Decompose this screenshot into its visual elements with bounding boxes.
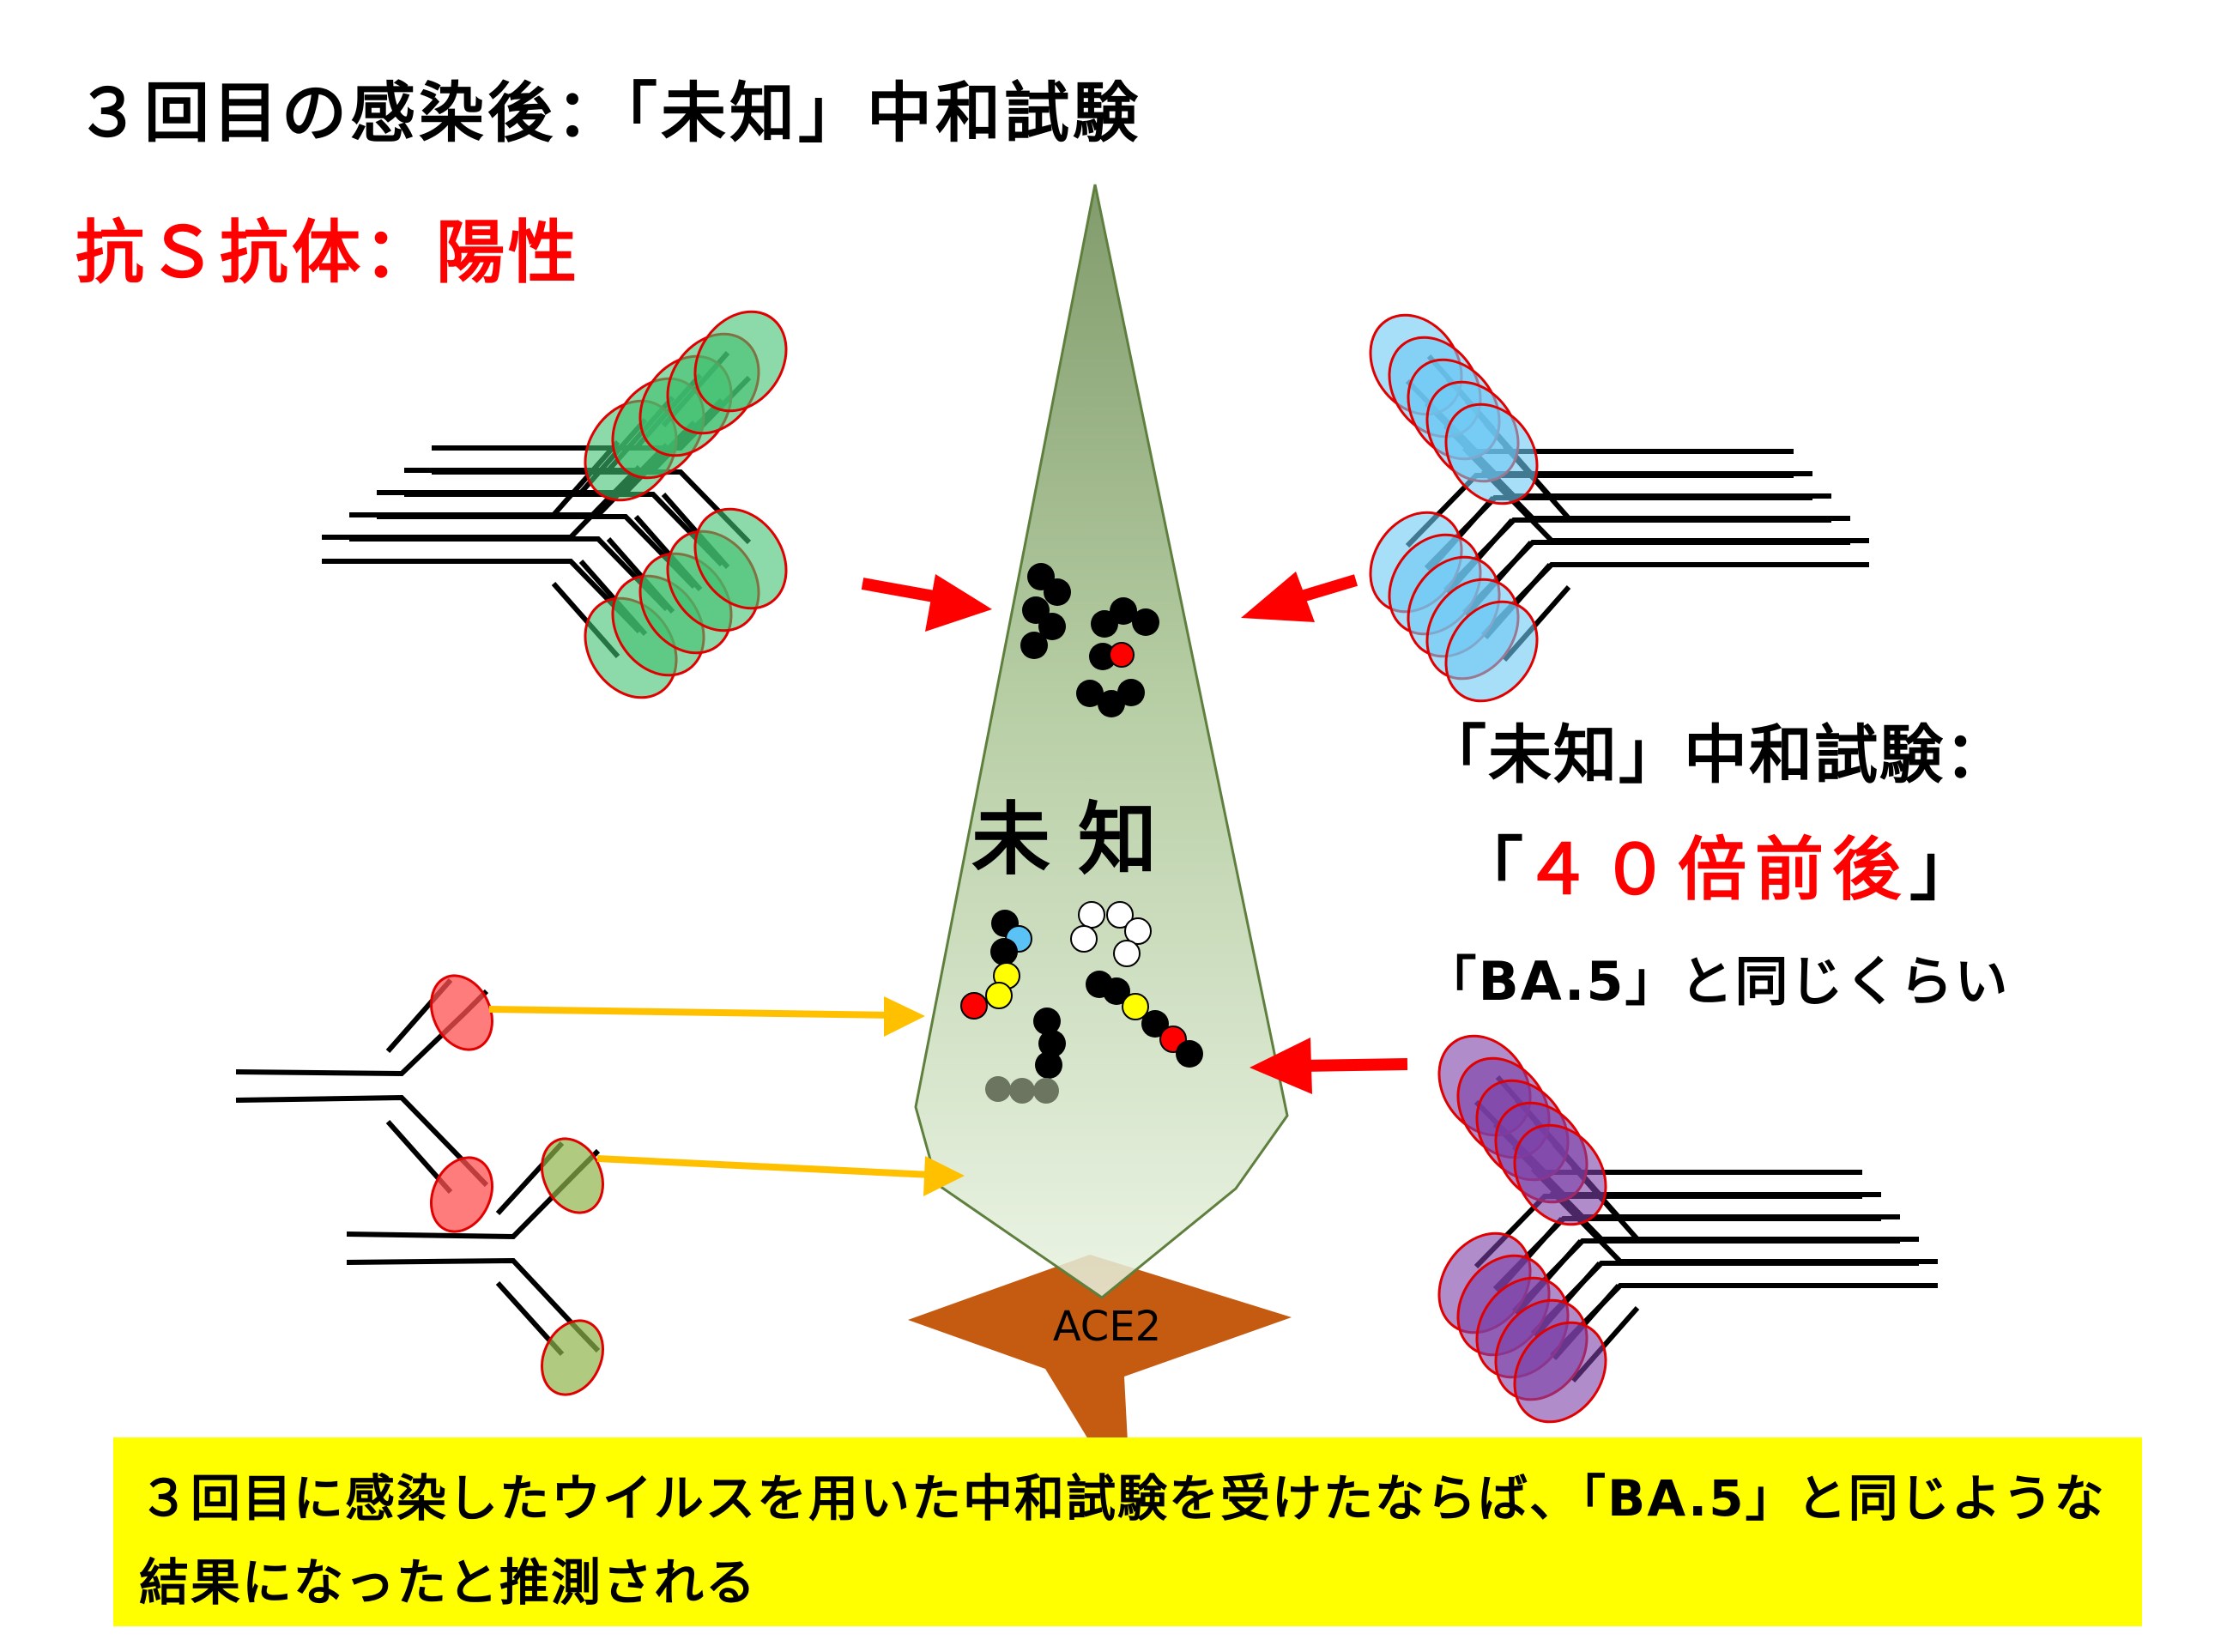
spike-label: 未 知 — [971, 794, 1157, 886]
red-antibody-fab-upper — [430, 974, 493, 1051]
olive-antibody-fab-lower — [541, 1319, 604, 1396]
conclusion-text: ３回目に感染したウイルスを用いた中和試験を受けたならば、「BA.5」と同じような… — [139, 1469, 2106, 1612]
antibody-status: 抗Ｓ抗体：陽性 — [76, 213, 580, 293]
result-value-line: 「４０倍前後」 — [1347, 814, 2085, 914]
olive-antibody-fab-upper — [541, 1137, 604, 1214]
green-antibody-cluster — [322, 310, 788, 699]
red-antibody-fab-lower — [430, 1156, 493, 1233]
epitope-cluster-upper-left — [1020, 563, 1071, 659]
antibody-fab-upper — [1513, 1123, 1607, 1226]
arrow-purple-to-spike — [1250, 1038, 1408, 1094]
conclusion-note: ３回目に感染したウイルスを用いた中和試験を受けたならば、「BA.5」と同じような… — [113, 1437, 2142, 1626]
antibody-fab-upper — [693, 310, 788, 413]
antibody-fab-upper — [1444, 402, 1539, 505]
red-antibody — [235, 974, 493, 1233]
ace2-receptor — [908, 1255, 1292, 1459]
ace2-shape — [908, 1255, 1292, 1459]
antibody-fab-lower — [693, 507, 788, 610]
epitope-cluster-gray — [985, 1076, 1059, 1104]
arrow-red-antibody-to-spike — [488, 996, 925, 1037]
blue-antibody-cluster — [1369, 313, 1869, 703]
arrow-blue-to-spike — [1241, 572, 1359, 622]
epitope-cluster-lower-center — [1033, 1008, 1066, 1079]
antibody-fab-lower — [1513, 1321, 1607, 1424]
page-title: ３回目の感染後：「未知」中和試験 — [76, 75, 1141, 151]
epitope-cluster-lower-left — [960, 910, 1032, 1020]
arrow-green-to-spike — [861, 574, 992, 632]
purple-antibody-cluster — [1437, 1034, 1938, 1424]
epitope-cluster-upper-right — [1076, 597, 1159, 717]
result-titer-value: ４０倍前後 — [1523, 830, 1909, 910]
result-panel: 「未知」中和試験： 「４０倍前後」 「BA.5」と同じくらい — [1347, 704, 2085, 1015]
result-heading: 「未知」中和試験： — [1423, 718, 2010, 792]
result-bracket-close: 」 — [1909, 830, 1978, 910]
olive-antibody — [346, 1137, 604, 1396]
spike-protein — [914, 184, 1289, 1299]
spike-shape — [914, 184, 1289, 1299]
result-comparison: 「BA.5」と同じくらい — [1423, 950, 2010, 1013]
ace2-label: ACE2 — [1053, 1303, 1161, 1351]
antibody-fab-lower — [1444, 600, 1539, 703]
result-bracket-open: 「 — [1455, 830, 1523, 910]
epitope-cluster-lower-white — [1070, 901, 1152, 967]
epitope-cluster-lower-right — [1086, 971, 1203, 1068]
arrow-olive-antibody-to-spike — [596, 1155, 965, 1196]
